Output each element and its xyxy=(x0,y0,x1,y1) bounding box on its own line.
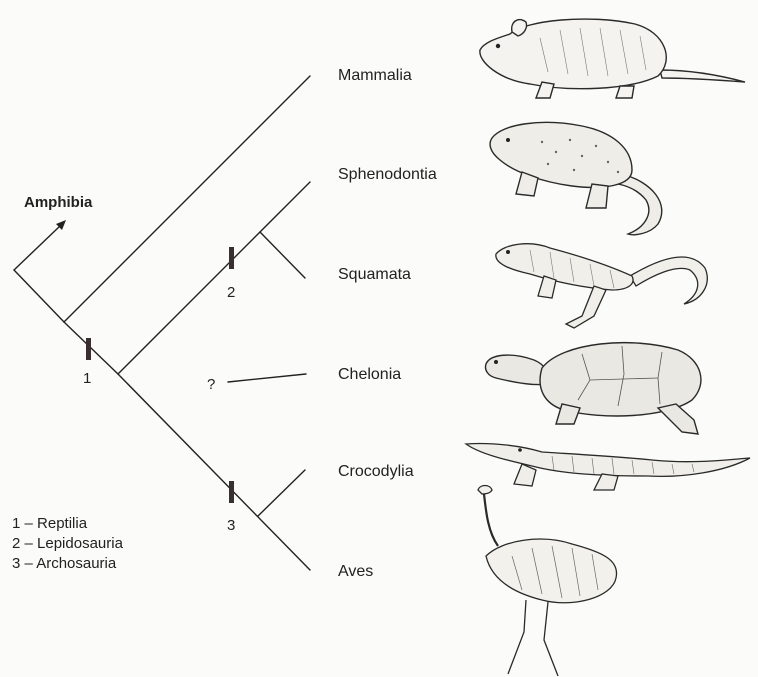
node-3-marker xyxy=(229,481,234,503)
legend: 1 – Reptilia 2 – Lepidosauria 3 – Archos… xyxy=(12,514,123,574)
legend-item-lepidosauria: 2 – Lepidosauria xyxy=(12,534,123,554)
taxon-aves: Aves xyxy=(338,563,373,581)
legend-item-archosauria: 3 – Archosauria xyxy=(12,554,123,574)
tuatara-illustration xyxy=(482,112,682,238)
chelonia-uncertain-marker: ? xyxy=(207,376,215,393)
taxon-mammalia: Mammalia xyxy=(338,67,412,85)
root-to-amphibia-branch xyxy=(14,226,60,270)
node-3-number: 3 xyxy=(227,517,235,534)
mammalia-branch xyxy=(64,76,310,322)
chelonia-uncertain-branch xyxy=(228,374,306,382)
node-2-marker xyxy=(229,247,234,269)
ostrich-illustration xyxy=(462,482,632,677)
legend-item-reptilia: 1 – Reptilia xyxy=(12,514,123,534)
taxon-crocodylia: Crocodylia xyxy=(338,463,414,481)
taxon-squamata: Squamata xyxy=(338,266,411,284)
node-1-marker xyxy=(86,338,91,360)
outgroup-label: Amphibia xyxy=(24,194,92,211)
rodent-illustration xyxy=(470,12,750,102)
squamata-branch xyxy=(260,232,305,278)
node-2-number: 2 xyxy=(227,284,235,301)
crocodylia-branch xyxy=(258,470,305,516)
root-to-node1-branch xyxy=(14,270,64,322)
lizard-illustration xyxy=(490,228,716,332)
turtle-illustration xyxy=(482,334,716,442)
archosauria-stem-branch xyxy=(118,374,310,570)
taxon-chelonia: Chelonia xyxy=(338,366,401,384)
taxon-sphenodontia: Sphenodontia xyxy=(338,166,437,184)
lepidosauria-branch xyxy=(118,182,310,374)
node-1-number: 1 xyxy=(83,370,91,387)
